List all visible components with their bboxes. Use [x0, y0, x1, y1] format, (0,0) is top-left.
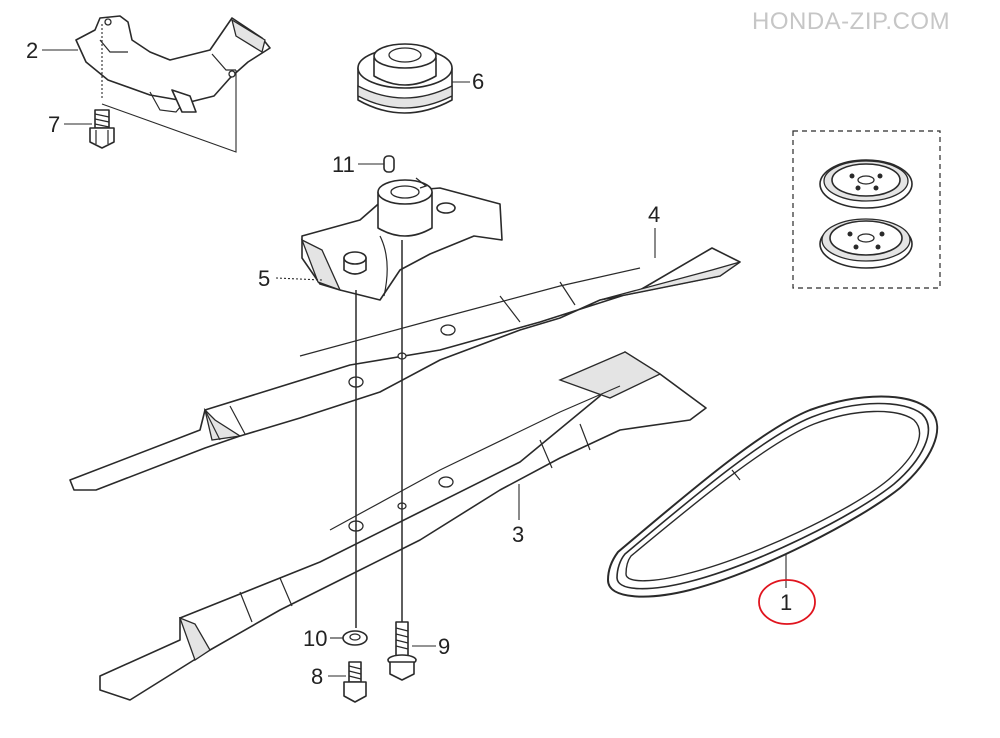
svg-text:7: 7 [48, 112, 60, 137]
part-8-bolt[interactable] [343, 661, 367, 703]
callout-4: 4 [648, 202, 660, 258]
callout-9: 9 [412, 634, 450, 659]
callout-11: 11 [332, 152, 384, 177]
callout-1-highlight-circle [758, 579, 816, 625]
svg-text:2: 2 [26, 38, 38, 63]
part-1-belt[interactable] [606, 395, 939, 598]
callout-3: 3 [512, 484, 524, 547]
callout-1: 1 [758, 554, 816, 625]
svg-text:11: 11 [332, 152, 355, 177]
inset-disc-upper[interactable] [819, 159, 913, 209]
svg-text:9: 9 [438, 634, 450, 659]
callout-6: 6 [452, 69, 484, 94]
part-2-guard-bracket[interactable] [75, 15, 271, 153]
svg-text:8: 8 [311, 664, 323, 689]
part-6-pulley[interactable] [357, 43, 453, 114]
part-11-key[interactable] [383, 155, 395, 173]
callout-10: 10 [303, 626, 343, 651]
part-10-washer[interactable] [342, 630, 368, 646]
callout-5: 5 [258, 266, 323, 291]
part-7-bolt[interactable] [89, 109, 115, 149]
inset-box [792, 130, 941, 289]
part-9-bolt[interactable] [387, 621, 417, 681]
inset-disc-lower[interactable] [819, 218, 913, 269]
svg-text:6: 6 [472, 69, 484, 94]
svg-text:10: 10 [303, 626, 327, 651]
svg-text:1: 1 [780, 590, 792, 615]
part-4-upper-blade[interactable] [69, 247, 741, 491]
svg-text:3: 3 [512, 522, 524, 547]
callout-8: 8 [311, 664, 346, 689]
callout-2: 2 [26, 38, 78, 63]
callout-7: 7 [48, 112, 92, 137]
part-3-lower-blade[interactable] [99, 351, 707, 701]
svg-text:4: 4 [648, 202, 660, 227]
watermark-text: HONDA-ZIP.COM [752, 8, 950, 35]
svg-text:5: 5 [258, 266, 270, 291]
